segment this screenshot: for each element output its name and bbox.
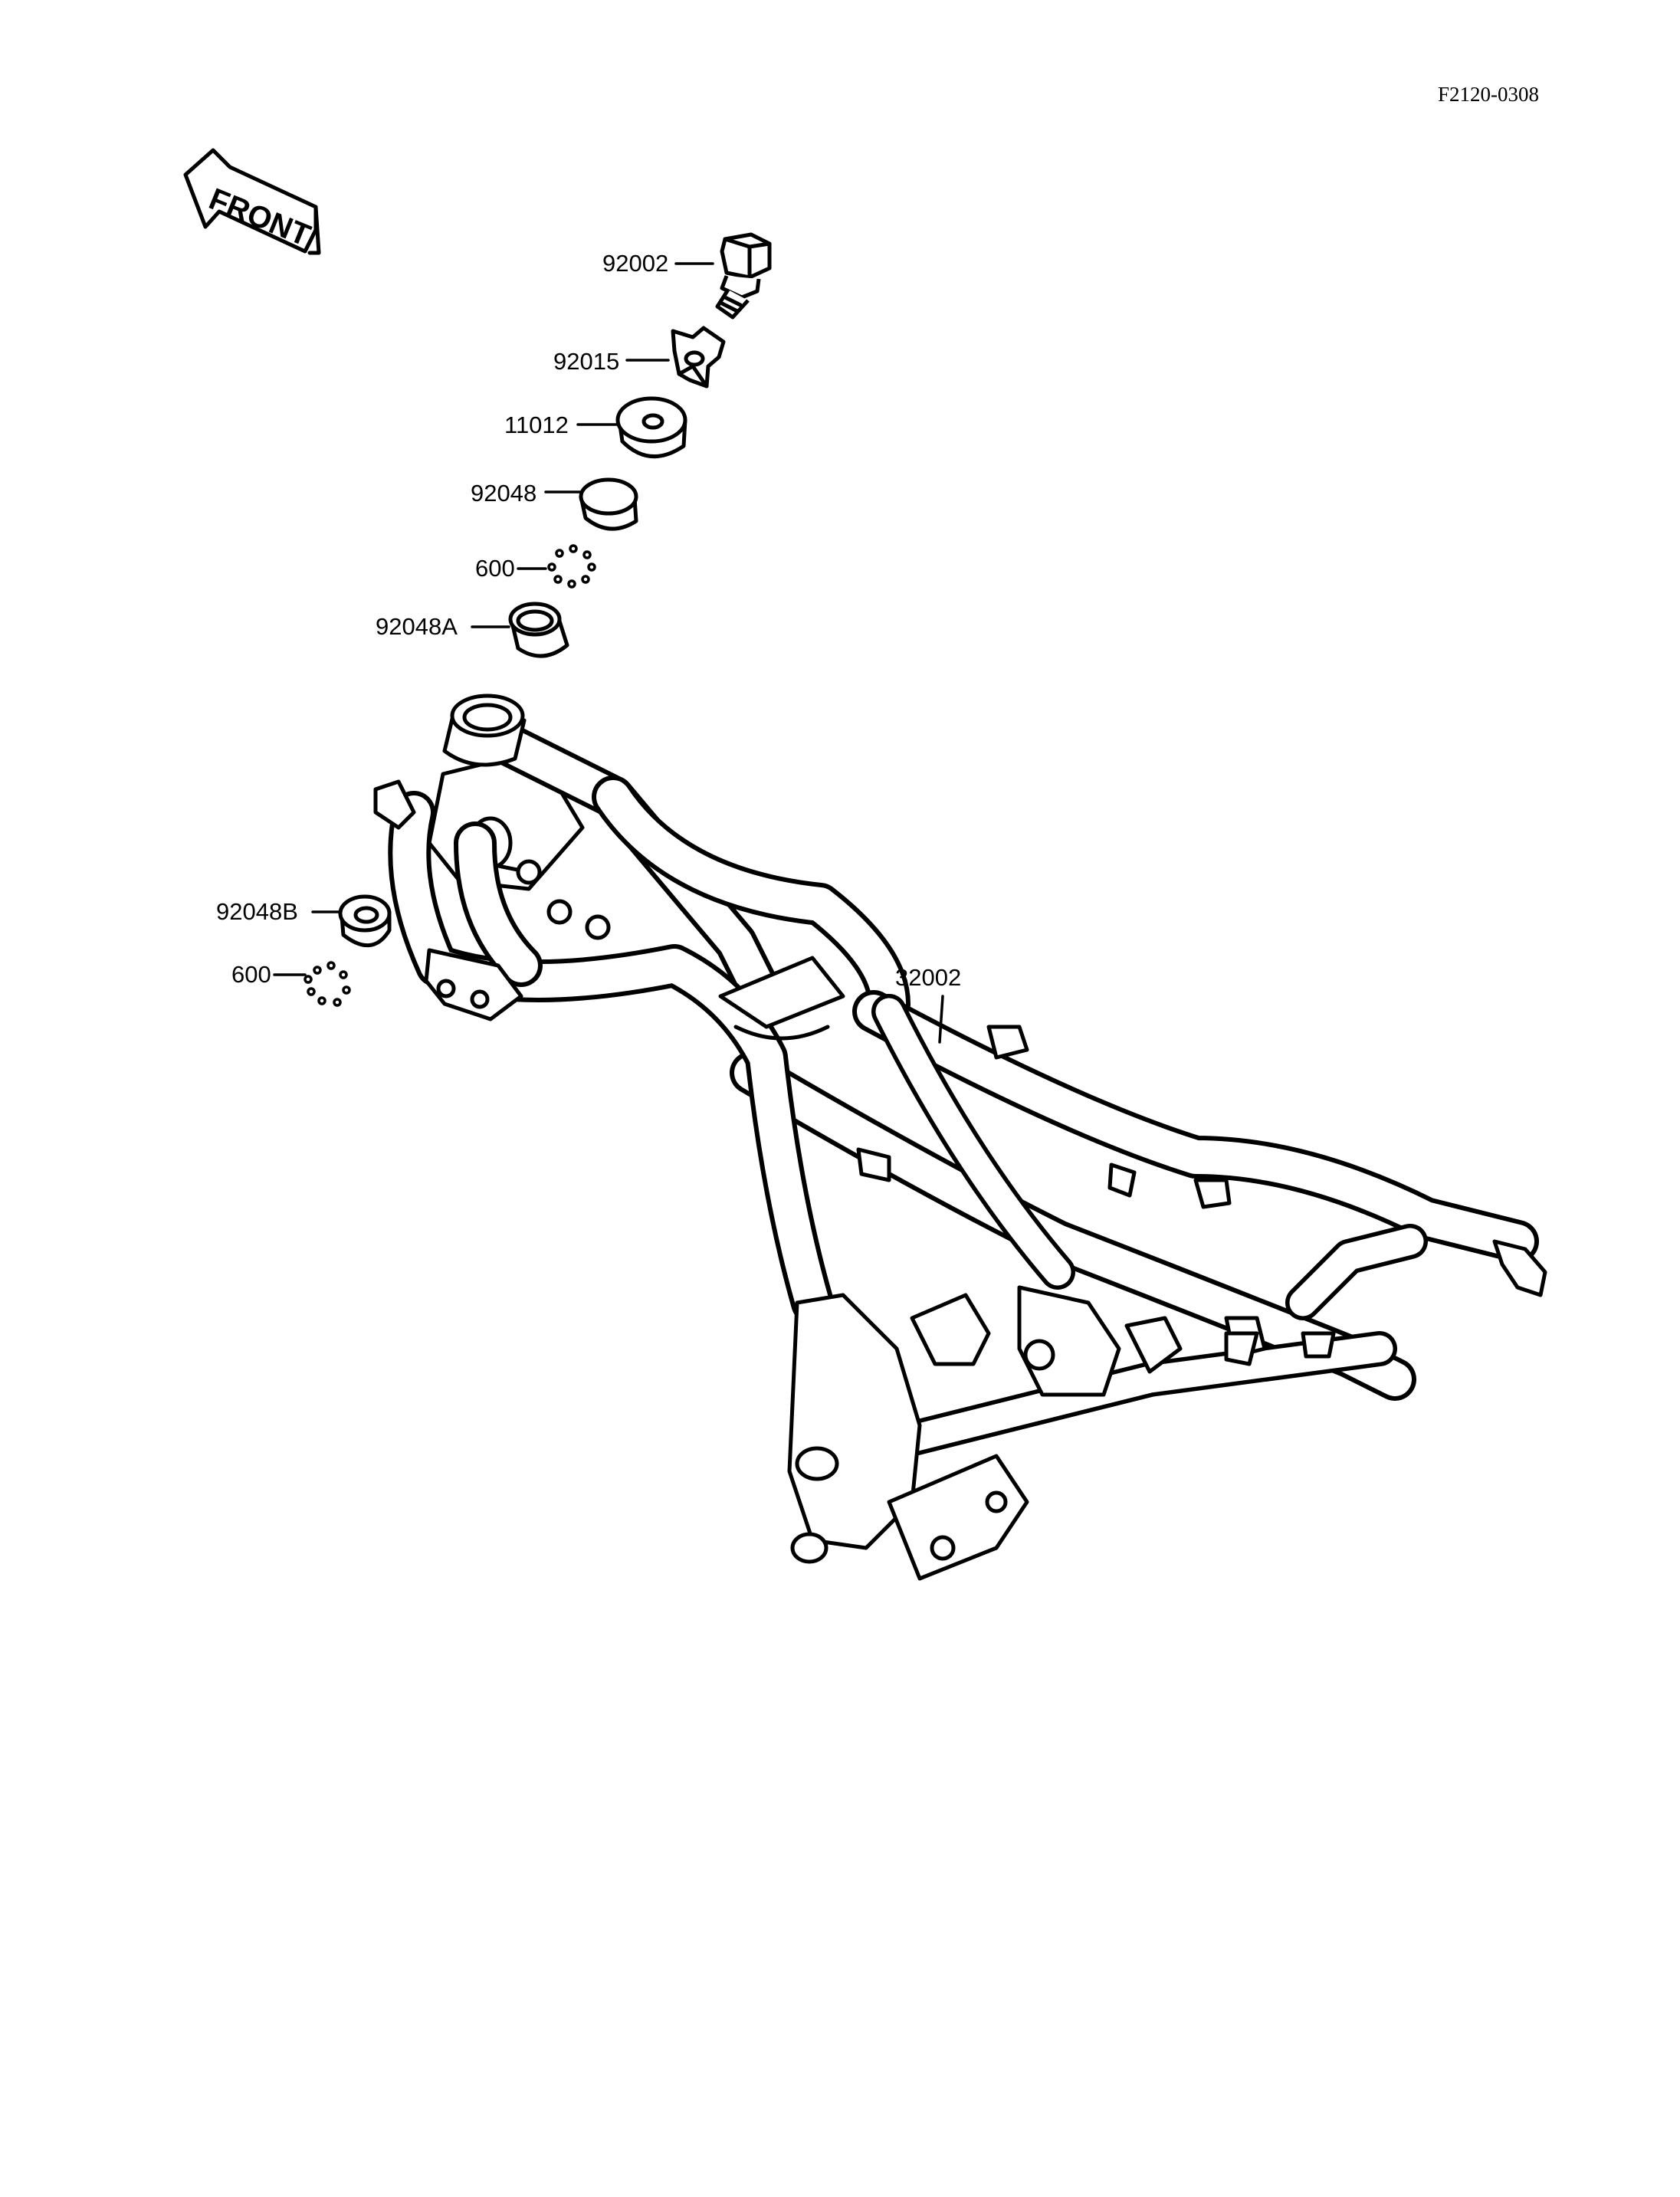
balls-600-upper: 600 <box>475 544 596 589</box>
race-92048a: 92048A <box>376 602 569 658</box>
label-group-32002: 32002 <box>895 964 961 1044</box>
label-600-lower: 600 <box>231 961 271 988</box>
front-arrow-icon: FRONT <box>183 148 321 255</box>
label-600-upper: 600 <box>475 555 515 582</box>
label-92002: 92002 <box>602 250 668 277</box>
race-92048: 92048 <box>471 477 638 531</box>
label-92015: 92015 <box>553 348 619 375</box>
diagram-code: F2120-0308 <box>1438 83 1539 106</box>
bolt-92002: 92002 <box>602 232 772 320</box>
race-92048b: 92048B <box>216 894 392 948</box>
label-92048: 92048 <box>471 480 536 507</box>
label-92048b: 92048B <box>216 898 298 925</box>
label-11012: 11012 <box>504 412 569 438</box>
nut-92015: 92015 <box>553 326 726 389</box>
leader-32002 <box>938 995 944 1044</box>
label-32002: 32002 <box>895 964 961 991</box>
label-92048a: 92048A <box>376 613 458 640</box>
cap-11012: 11012 <box>504 396 687 458</box>
frame-32002 <box>373 694 1547 1581</box>
balls-600-lower: 600 <box>231 961 351 1007</box>
